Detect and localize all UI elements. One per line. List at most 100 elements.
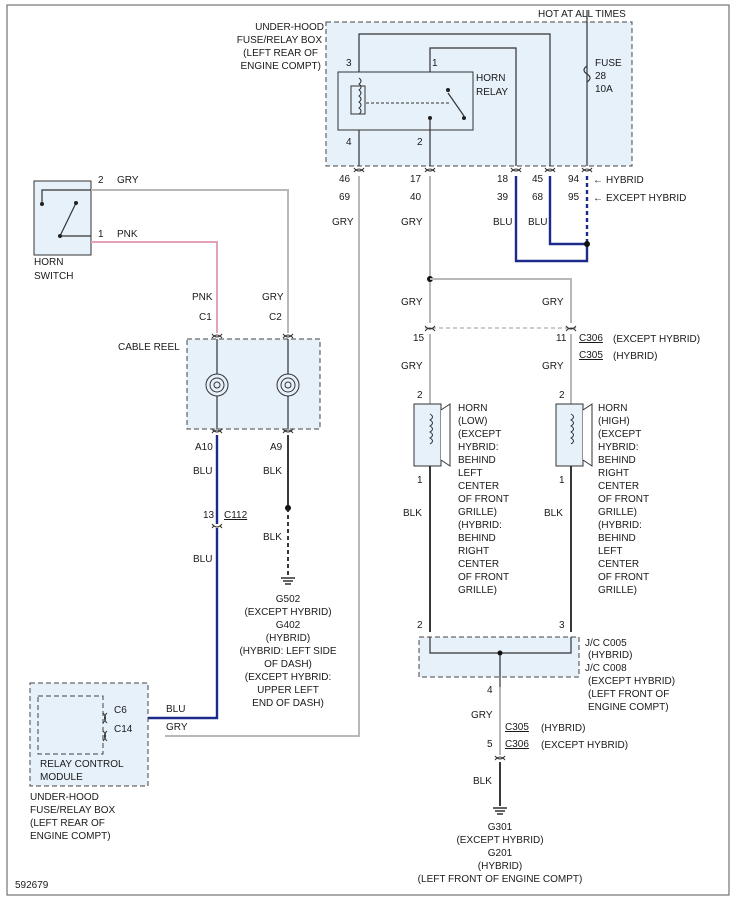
svg-text:(LOW): (LOW) (458, 416, 487, 427)
svg-text:HYBRID:: HYBRID: (598, 442, 639, 453)
wire-color-label: GRY (166, 722, 188, 733)
rcm-label: RELAY CONTROL (40, 759, 124, 770)
horn-high-coil (570, 413, 574, 445)
wire-color-label: GRY (401, 361, 423, 372)
svg-text:OF FRONT: OF FRONT (598, 494, 649, 505)
ground-icon (493, 807, 507, 815)
underhood-box-label-line: FUSE/RELAY BOX (237, 35, 323, 46)
wire-gry-switch-to-reel (91, 189, 289, 333)
relay-control-module (37, 695, 104, 755)
c306-terminals (424, 325, 577, 332)
c306-top-label: C306 (579, 333, 603, 344)
relay-contact (446, 88, 450, 92)
svg-text:(EXCEPT: (EXCEPT (458, 429, 501, 440)
hot-at-all-times-label: HOT AT ALL TIMES (538, 9, 626, 20)
svg-text:HORN: HORN (598, 403, 627, 414)
splice-dot (584, 241, 590, 247)
wire-color-label: BLK (263, 532, 282, 543)
svg-text:RIGHT: RIGHT (458, 546, 489, 557)
pin-label: 2 (417, 137, 423, 148)
pin-label: 3 (346, 58, 352, 69)
svg-text:(HYBRID:: (HYBRID: (458, 520, 502, 531)
c305-bottom-note: (HYBRID) (541, 723, 585, 734)
svg-text:(HYBRID: LEFT SIDE: (HYBRID: LEFT SIDE (239, 646, 336, 657)
svg-text:GRILLE): GRILLE) (598, 585, 637, 596)
svg-text:OF FRONT: OF FRONT (458, 572, 509, 583)
fuse-28-label: 10A (595, 84, 613, 95)
svg-text:(LEFT FRONT OF ENGINE COMPT): (LEFT FRONT OF ENGINE COMPT) (418, 874, 583, 885)
pin-label: 40 (410, 192, 422, 203)
c306-bottom-note: (EXCEPT HYBRID) (541, 740, 628, 751)
svg-text:ENGINE COMPT): ENGINE COMPT) (588, 702, 669, 713)
svg-text:GRILLE): GRILLE) (458, 507, 497, 518)
underhood-box-bottom-label: UNDER-HOOD FUSE/RELAY BOX (LEFT REAR OF … (30, 792, 116, 842)
clockspring-icon (276, 373, 300, 397)
wire-blu-box-18 (514, 176, 589, 263)
horn-high-label: HORN (HIGH) (EXCEPT HYBRID: BEHIND RIGHT… (598, 403, 649, 596)
horn-switch (33, 180, 92, 256)
wire-color-label: PNK (117, 229, 138, 240)
pin-label: 5 (487, 739, 493, 750)
svg-text:G402: G402 (276, 620, 301, 631)
arrow-left-icon: ← (593, 193, 603, 204)
g502-label: G502 (EXCEPT HYBRID) G402 (HYBRID) (HYBR… (239, 594, 336, 709)
svg-text:G201: G201 (488, 848, 513, 859)
svg-text:BEHIND: BEHIND (598, 455, 636, 466)
cable-reel-label: CABLE REEL (118, 342, 180, 353)
rcm-terminals (102, 712, 108, 742)
horn-relay (337, 71, 474, 131)
except-hybrid-label: EXCEPT HYBRID (606, 193, 686, 204)
horn-low-label: HORN (LOW) (EXCEPT HYBRID: BEHIND LEFT C… (458, 403, 509, 596)
pin-label: 4 (487, 685, 493, 696)
fuse-28-label: FUSE (595, 58, 622, 69)
wire-gry-box-46 (165, 176, 360, 737)
pin-label: 13 (203, 510, 215, 521)
pin-label: C6 (114, 705, 127, 716)
wire-gry-splice-high (430, 278, 572, 323)
wire-color-label: GRY (117, 175, 139, 186)
svg-text:BEHIND: BEHIND (598, 533, 636, 544)
pin-label: 1 (432, 58, 438, 69)
pin-label: 4 (346, 137, 352, 148)
c306-bottom-label: C306 (505, 739, 529, 750)
wire-color-label: PNK (192, 292, 213, 303)
pin-label: C14 (114, 724, 133, 735)
wire-color-label: BLK (473, 776, 492, 787)
svg-text:G301: G301 (488, 822, 513, 833)
svg-text:(HYBRID): (HYBRID) (588, 650, 632, 661)
underhood-box-label: UNDER-HOOD FUSE/RELAY BOX (LEFT REAR OF … (237, 22, 324, 72)
pin-label: 18 (497, 174, 509, 185)
horn-switch-label: HORN (34, 257, 63, 268)
pin-label: 17 (410, 174, 422, 185)
cable-reel-terminals (211, 333, 294, 434)
c305-bottom-label: C305 (505, 722, 529, 733)
pin-label: C2 (269, 312, 282, 323)
jc-label: J/C C005 (HYBRID) J/C C008 (EXCEPT HYBRI… (585, 638, 675, 713)
pin-label: 1 (98, 229, 104, 240)
pin-label: A9 (270, 442, 283, 453)
wire-color-label: GRY (401, 297, 423, 308)
wire-color-label: GRY (471, 710, 493, 721)
c112-terminal (211, 523, 223, 529)
c305-terminal (494, 755, 506, 761)
horn-high (555, 403, 584, 467)
pin-label: 95 (568, 192, 580, 203)
wire-color-label: GRY (401, 217, 423, 228)
fuse-28-label: 28 (595, 71, 607, 82)
svg-text:RIGHT: RIGHT (598, 468, 629, 479)
svg-text:BEHIND: BEHIND (458, 455, 496, 466)
box-terminals (353, 167, 593, 173)
pin-label: 15 (413, 333, 425, 344)
wire-color-label: BLU (166, 704, 185, 715)
svg-text:(EXCEPT HYBRID): (EXCEPT HYBRID) (456, 835, 543, 846)
underhood-box-label-line: UNDER-HOOD (255, 22, 324, 33)
horn-switch-contacts (41, 189, 91, 237)
pin-label: 1 (417, 475, 423, 486)
svg-text:(HYBRID): (HYBRID) (266, 633, 310, 644)
svg-text:(EXCEPT HYBRID): (EXCEPT HYBRID) (588, 676, 675, 687)
pin-label: 2 (98, 175, 104, 186)
svg-text:(EXCEPT HYBRID:: (EXCEPT HYBRID: (245, 672, 332, 683)
wire-color-label: BLU (193, 554, 212, 565)
svg-text:UNDER-HOOD: UNDER-HOOD (30, 792, 99, 803)
